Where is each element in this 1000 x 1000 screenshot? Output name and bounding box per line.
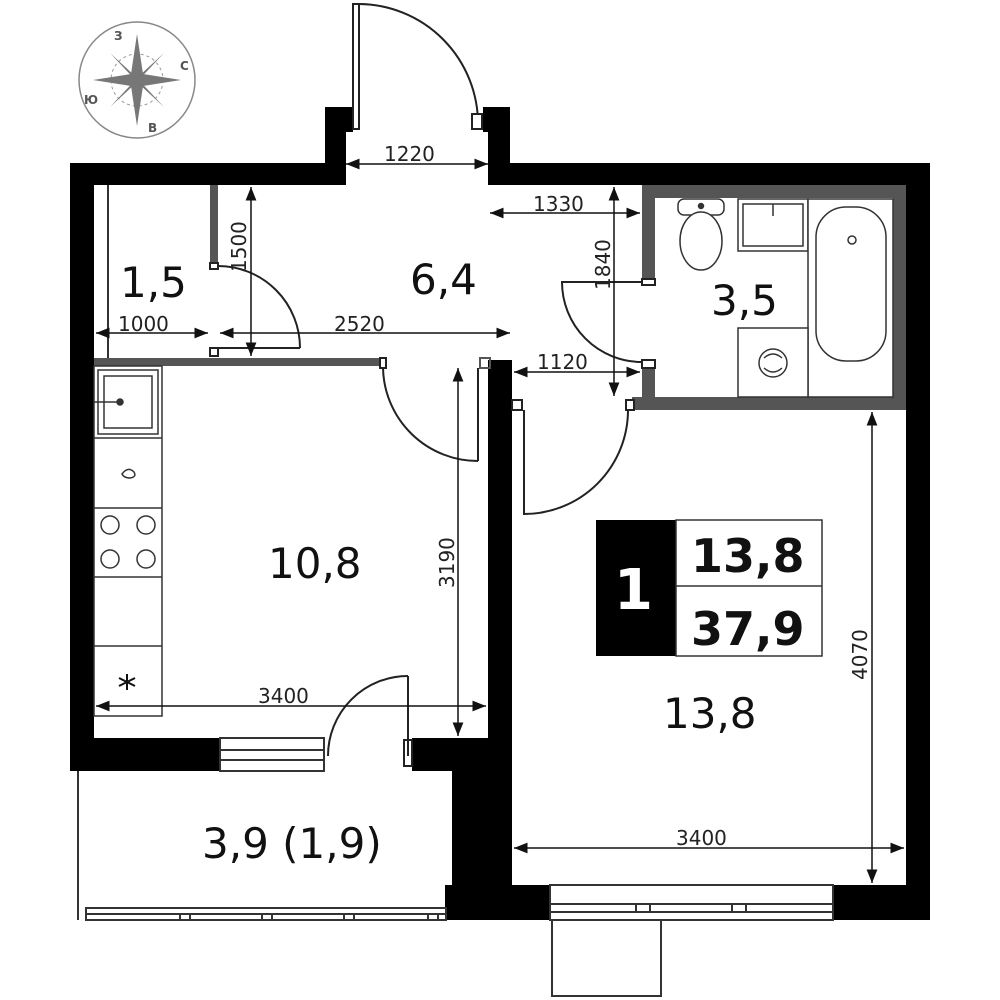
balcony-window <box>85 907 447 921</box>
dim-kitchen-width: 3400 <box>258 684 309 708</box>
compass-north: С <box>180 59 189 73</box>
compass-west: З <box>114 29 123 43</box>
dimension-lines <box>96 158 904 883</box>
room-balcony-area: 3,9 (1,9) <box>202 819 382 868</box>
exterior-walls <box>70 107 930 920</box>
dim-storage-height: 1500 <box>227 221 251 272</box>
stove-icon <box>100 515 156 569</box>
washing-machine-icon <box>737 327 809 398</box>
fridge-icon <box>118 674 136 690</box>
dim-bath-width: 1330 <box>533 192 584 216</box>
room-bathroom-area: 3,5 <box>711 276 778 325</box>
living-window <box>549 884 834 997</box>
dishwasher-icon <box>121 468 136 479</box>
balcony-door[interactable] <box>327 675 413 767</box>
partitions <box>94 185 906 410</box>
compass-east: В <box>148 121 157 135</box>
dim-living-depth: 4070 <box>848 629 872 680</box>
summary-badge: 1 13,8 37,9 <box>596 519 823 657</box>
bathtub-icon <box>807 198 894 398</box>
dim-bath-door: 1120 <box>537 350 588 374</box>
sink-icon <box>737 198 809 252</box>
compass-star-icon <box>93 34 181 126</box>
room-storage-area: 1,5 <box>120 258 187 307</box>
room-living-area: 13,8 <box>663 689 757 738</box>
dim-entry-width: 1220 <box>384 142 435 166</box>
compass-rose: С Ю В З <box>78 21 196 139</box>
dim-living-width: 3400 <box>676 826 727 850</box>
dim-storage-width: 1000 <box>118 312 169 336</box>
dim-bath-height: 1840 <box>591 239 615 290</box>
bathroom-door[interactable] <box>560 278 656 369</box>
kitchen-sink-icon <box>94 369 159 435</box>
living-area-value: 13,8 <box>691 529 805 583</box>
dim-kitchen-depth: 3190 <box>435 537 459 588</box>
rooms-count: 1 <box>614 558 653 623</box>
room-kitchen-area: 10,8 <box>268 539 362 588</box>
total-area-value: 37,9 <box>691 602 805 656</box>
storage-door[interactable] <box>209 262 301 357</box>
dim-hall-width: 2520 <box>334 312 385 336</box>
entry-door[interactable] <box>352 3 483 130</box>
living-door[interactable] <box>511 399 635 516</box>
kitchen-door[interactable] <box>379 357 479 462</box>
kitchen-window <box>219 737 325 772</box>
compass-south: Ю <box>84 93 98 107</box>
toilet-icon <box>677 198 725 271</box>
room-hall-area: 6,4 <box>410 255 477 304</box>
